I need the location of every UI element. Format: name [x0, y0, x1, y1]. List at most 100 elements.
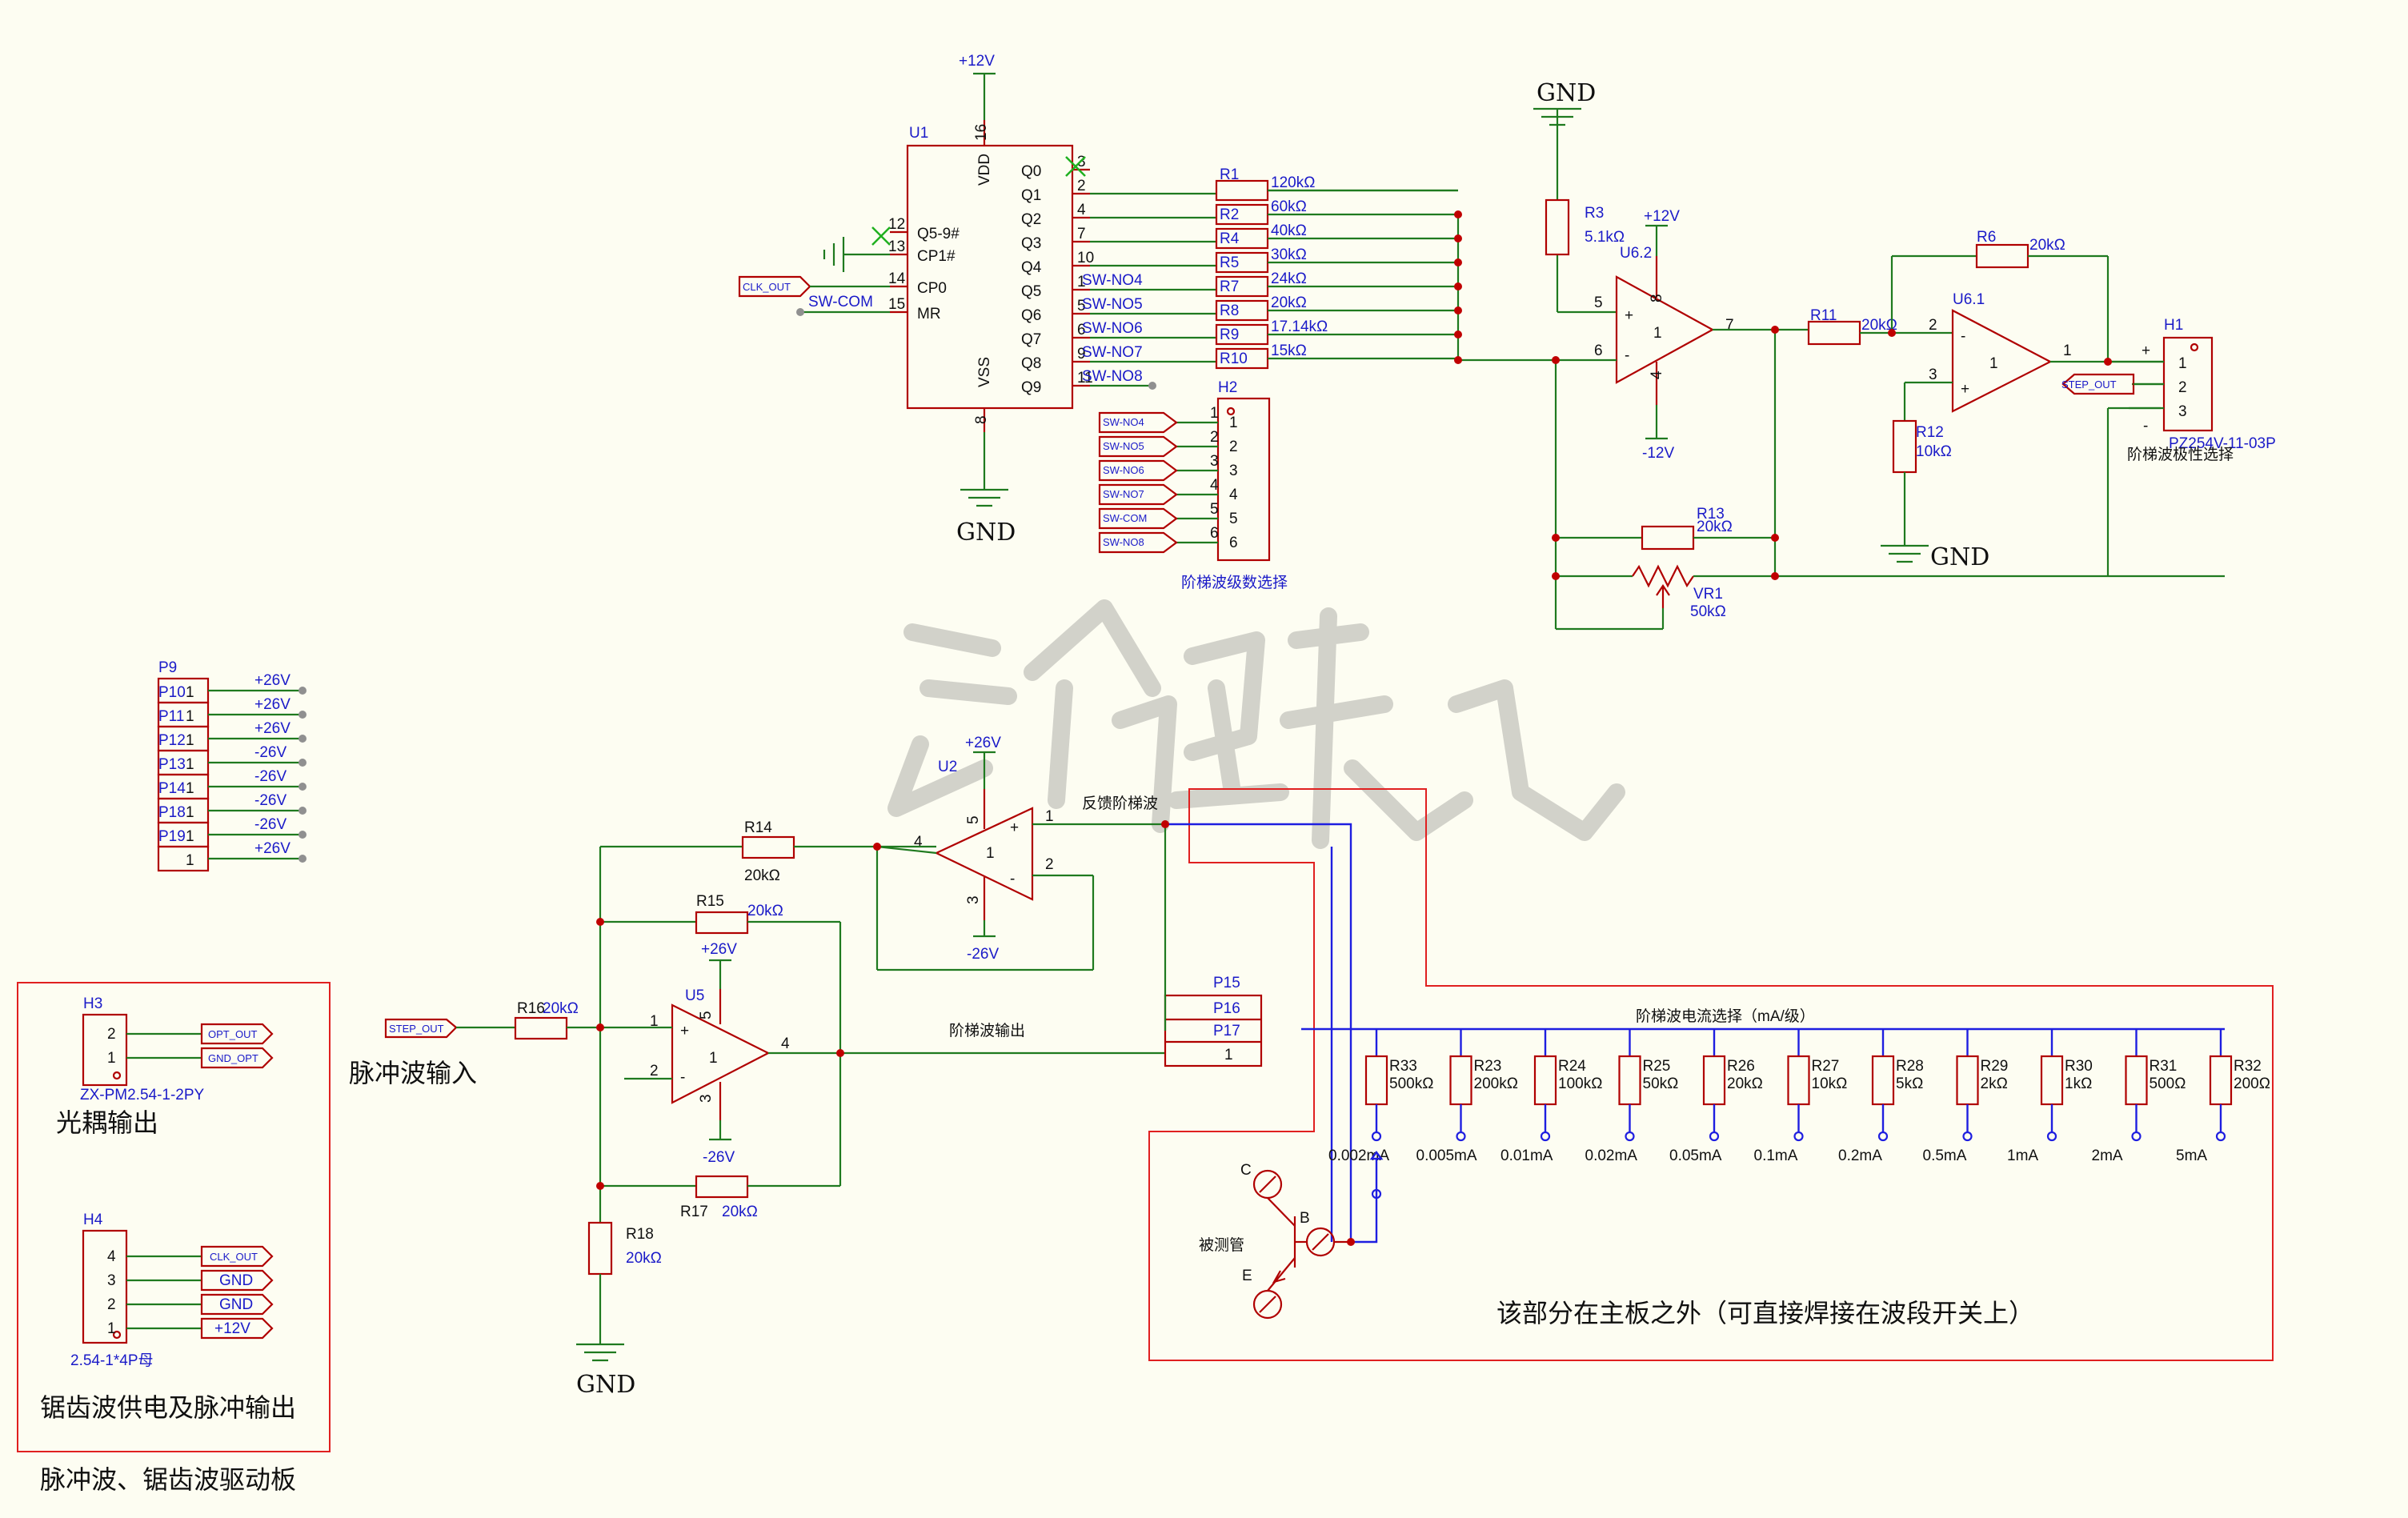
iselect-val: 10kΩ — [1812, 1075, 1848, 1092]
p9-row-ref: P10 — [158, 684, 186, 701]
p9-row-pin: 1 — [186, 804, 194, 821]
h2-pin-num-out: 3 — [1210, 453, 1219, 470]
h2-title: 阶梯波级数选择 — [1181, 574, 1288, 591]
ladder-resistor-ref: R10 — [1220, 350, 1248, 367]
switch-contact — [1540, 1131, 1551, 1142]
u1-output-net: SW-NO8 — [1082, 368, 1143, 385]
u1-output-num: 10 — [1077, 250, 1094, 266]
p9-row-pin: 1 — [186, 708, 194, 725]
h3-connector: H3 2 1 OPT_OUT GND_OPT ZX-PM2.54-1-2PY 光… — [56, 995, 274, 1138]
driver-board-title: 脉冲波、锯齿波驱动板 — [40, 1464, 296, 1495]
switch-contact — [1962, 1131, 1973, 1142]
u62-n12: -12V — [1642, 445, 1674, 462]
h2-net-tag-text: SW-NO7 — [1103, 488, 1144, 500]
dut-label: 被测管 — [1199, 1236, 1244, 1254]
h2-net-tag-text: SW-NO4 — [1103, 416, 1144, 428]
iselect-current: 0.1mA — [1754, 1148, 1798, 1164]
iselect-resistor — [1618, 1055, 1641, 1106]
u62-pin6: 6 — [1594, 342, 1603, 359]
p9-row-ref: P18 — [158, 804, 186, 821]
u1-input-name: Q5-9# — [917, 226, 960, 242]
u1-output-end — [1148, 382, 1156, 390]
clk-out-tag: CLK_OUT SW-COM — [738, 275, 890, 316]
h2-pin-num: 5 — [1229, 511, 1238, 527]
h2-ref: H2 — [1218, 379, 1237, 396]
u1-output-name: Q1 — [1021, 187, 1041, 204]
h2-pin-num: 3 — [1229, 463, 1238, 479]
u1-input-num: 14 — [888, 270, 906, 287]
u62-pin7: 7 — [1725, 317, 1734, 334]
p9-row-pin: 1 — [186, 732, 194, 749]
vr1-ref: VR1 — [1693, 586, 1723, 603]
u62-pin4: 4 — [1649, 370, 1665, 379]
iselect-val: 2kΩ — [1981, 1075, 2008, 1092]
u2-pin4: 4 — [914, 834, 923, 851]
step-in-tag: STEP_OUT — [389, 1023, 444, 1035]
ladder-resistor-val: 60kΩ — [1271, 198, 1307, 215]
r14-resistor: R14 20kΩ — [600, 819, 936, 884]
u2-minus: - — [1010, 871, 1015, 887]
h1-pin1: 1 — [2178, 355, 2187, 372]
r3-resistor: R3 5.1kΩ — [1545, 198, 1625, 256]
ladder-resistor-val: 30kΩ — [1271, 246, 1307, 263]
u1-output-name: Q7 — [1021, 331, 1041, 348]
p9-net: +26V — [254, 720, 290, 737]
p9-ref: P9 — [158, 659, 177, 676]
iselect-ref: R29 — [1981, 1058, 2009, 1075]
u61-gnd-label: GND — [1930, 543, 1989, 571]
ladder-resistor-ref: R7 — [1220, 278, 1239, 295]
h3-pin2: 2 — [107, 1026, 116, 1043]
r17-ref: R17 — [680, 1204, 708, 1220]
current-select-title: 阶梯波电流选择（mA/级） — [1636, 1007, 1815, 1025]
external-note: 该部分在主板之外（可直接焊接在波段开关上） — [1496, 1298, 2034, 1328]
p9-wire-end — [298, 783, 307, 791]
switch-contact — [1709, 1131, 1720, 1142]
h2-pin-num: 4 — [1229, 487, 1238, 503]
iselect-current: 0.5mA — [1923, 1148, 1967, 1164]
u2-n26: -26V — [967, 946, 999, 963]
p9-net: +26V — [254, 672, 290, 689]
u1-p12-label: +12V — [959, 53, 995, 70]
dut-emitter-label: E — [1242, 1268, 1252, 1284]
u5-ref: U5 — [685, 987, 704, 1004]
r12-val: 10kΩ — [1916, 443, 1952, 460]
h2-net-tag-text: SW-NO6 — [1103, 464, 1144, 476]
u1-input-num: 13 — [888, 238, 905, 255]
h1-title: 阶梯波极性选择 — [2127, 446, 2234, 463]
h4-pin1: 1 — [107, 1320, 116, 1337]
switch-contact — [1877, 1131, 1889, 1142]
u5-pin3: 3 — [698, 1094, 715, 1103]
h2-connector: H211SW-NO422SW-NO533SW-NO644SW-NO755SW-C… — [1098, 379, 1288, 591]
u1-vss-label: VSS — [976, 357, 993, 387]
p16-ref: P16 — [1213, 1000, 1240, 1017]
u5-p26: +26V — [701, 941, 737, 958]
ladder-resistor-val: 24kΩ — [1271, 270, 1307, 287]
h1-minus: - — [2143, 418, 2148, 435]
switch-common — [1371, 1188, 1382, 1200]
u1-output-num: 7 — [1077, 226, 1086, 242]
r14-val: 20kΩ — [744, 867, 780, 884]
u1-input-num: 12 — [888, 216, 905, 233]
r6-val: 20kΩ — [2029, 237, 2065, 254]
h2-net-tag — [1098, 531, 1178, 554]
u1-input-name: CP0 — [917, 280, 947, 297]
u5-gnd-label: GND — [576, 1371, 635, 1399]
iselect-resistor — [1787, 1055, 1810, 1106]
u5-pin4: 4 — [781, 1035, 790, 1052]
u1-output-num: 2 — [1077, 178, 1086, 194]
u1-vdd-label: VDD — [976, 154, 993, 186]
p9-row-pin: 1 — [186, 828, 194, 845]
u1-output-name: Q8 — [1021, 355, 1041, 372]
p9-net: +26V — [254, 840, 290, 857]
iselect-val: 500kΩ — [1389, 1075, 1433, 1092]
p9-wire-end — [298, 711, 307, 719]
h3-title: 光耦输出 — [56, 1107, 158, 1138]
p15-pin1: 1 — [1224, 1047, 1233, 1063]
r18-val: 20kΩ — [626, 1250, 662, 1267]
iselect-current: 1mA — [2007, 1148, 2038, 1164]
p9-row-pin: 1 — [186, 684, 194, 701]
p15-ref: P15 — [1213, 975, 1240, 991]
iselect-ref: R28 — [1896, 1058, 1924, 1075]
